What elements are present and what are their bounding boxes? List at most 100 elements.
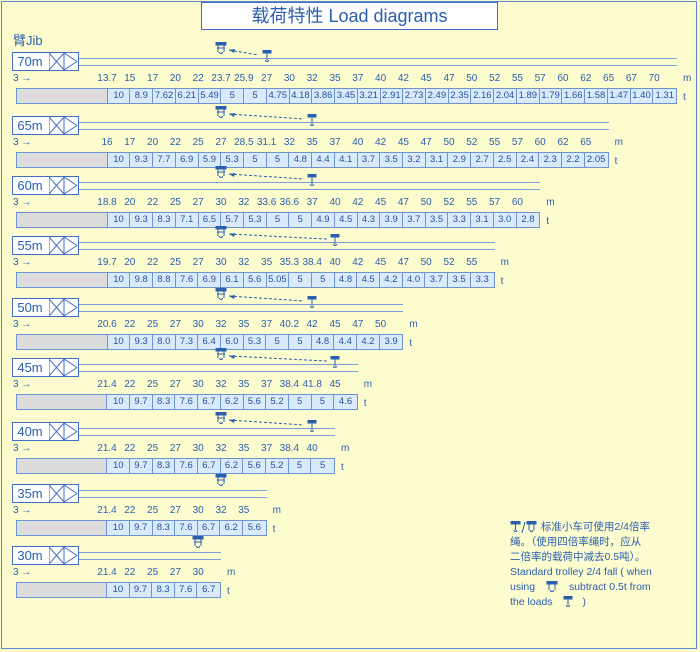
distance-label: 17 — [124, 137, 136, 148]
jib-lattice-icon — [49, 177, 78, 194]
jib-length-label: 30m — [17, 548, 43, 563]
distance-label: 25 — [169, 197, 181, 208]
distance-label: 35.3 — [279, 257, 300, 268]
distance-label: 19.7 — [97, 257, 117, 268]
distance-unit: m — [683, 73, 692, 84]
load-cell: 6.5 — [198, 213, 222, 227]
start-distance: 3 → — [13, 73, 31, 84]
distance-unit: m — [614, 137, 623, 148]
jib-lattice-icon — [49, 423, 78, 440]
load-cell: 4.3 — [357, 213, 381, 227]
load-cell: 2.16 — [471, 89, 495, 103]
load-cell: 5.7 — [221, 213, 244, 227]
load-cell: 5 — [244, 153, 267, 167]
load-cell: 2.7 — [471, 153, 494, 167]
distance-label: 40 — [375, 73, 387, 84]
distance-label: 41.8 — [302, 379, 322, 390]
load-cell: 5.3 — [243, 213, 267, 227]
distance-label: 47 — [397, 257, 409, 268]
load-unit: t — [363, 398, 367, 409]
load-cell: 4.0 — [402, 273, 426, 287]
load-cell: 6.7 — [197, 583, 220, 597]
jib-lattice-icon — [49, 547, 78, 564]
start-distance: 3 → — [13, 257, 31, 268]
distance-label: 45 — [375, 197, 387, 208]
distance-label: 50 — [443, 137, 455, 148]
distance-label: 42 — [397, 73, 409, 84]
start-distance-label: 3 — [13, 197, 19, 208]
jib-line — [79, 242, 495, 250]
row-filler — [17, 583, 108, 597]
load-cell: 10 — [107, 335, 131, 349]
load-unit: t — [614, 156, 618, 167]
page-title: 载荷特性 Load diagrams — [201, 2, 498, 30]
trolley-4fall-icon — [215, 411, 227, 427]
load-cell: 5.3 — [243, 335, 267, 349]
load-cell: 5 — [289, 335, 312, 349]
jib-line — [79, 552, 221, 560]
distance-label: 45 — [329, 379, 341, 390]
row-filler — [17, 521, 108, 535]
dashed-arrow-icon — [229, 49, 259, 56]
distance-label: 27 — [169, 319, 181, 330]
load-cell: 9.3 — [130, 213, 154, 227]
load-cell: 7.6 — [175, 459, 199, 473]
row-filler — [17, 335, 108, 349]
jib-length-label: 65m — [17, 118, 43, 133]
load-cell: 6.21 — [175, 89, 199, 103]
distance-label: 25 — [169, 257, 181, 268]
load-cell: 4.4 — [334, 335, 358, 349]
distance-label: 32 — [238, 197, 250, 208]
trolley-4fall-icon — [215, 165, 227, 181]
note-line-3: 二倍率的载荷中减去0.5吨）。 — [510, 551, 646, 563]
distance-label: 45 — [329, 319, 341, 330]
trolley-4fall-icon — [215, 347, 227, 363]
row-filler — [17, 395, 108, 409]
load-cell: 3.3 — [470, 273, 494, 287]
distance-label: 38.4 — [279, 379, 300, 390]
distance-label: 32 — [215, 319, 227, 330]
load-cell: 9.8 — [130, 273, 154, 287]
load-cell: 3.7 — [357, 153, 381, 167]
distance-label: 42 — [375, 137, 387, 148]
load-cell: 10 — [107, 273, 131, 287]
load-cell: 10 — [107, 521, 130, 535]
jib-length-box: 35m — [12, 484, 79, 503]
distance-label: 47 — [443, 73, 455, 84]
distance-label: 57 — [489, 197, 501, 208]
load-cell: 6.9 — [175, 153, 199, 167]
load-cell: 5 — [288, 459, 312, 473]
load-cell: 10 — [107, 583, 130, 597]
jib-line — [79, 122, 609, 130]
distance-label: 27 — [192, 257, 204, 268]
trolley-2fall-icon — [306, 173, 318, 189]
jib-lattice-icon — [49, 117, 78, 134]
jib-length-box: 50m — [12, 298, 79, 317]
distance-label: 42 — [352, 257, 364, 268]
distance-label: 50 — [420, 197, 432, 208]
distance-label: 57 — [511, 137, 523, 148]
note-text-5b: subtract 0.5t from — [568, 581, 651, 593]
right-arrow-icon: → — [18, 73, 32, 84]
distance-label: 55 — [466, 257, 478, 268]
load-cell: 8.9 — [130, 89, 154, 103]
trolley-2fall-icon — [329, 233, 341, 249]
load-cell: 5.6 — [243, 395, 267, 409]
start-distance-label: 3 — [13, 319, 19, 330]
start-distance: 3 → — [13, 137, 31, 148]
distance-label: 70 — [648, 73, 660, 84]
load-cell: 5 — [311, 273, 335, 287]
jib-length-label: 55m — [17, 238, 43, 253]
distance-label: 47 — [397, 197, 409, 208]
start-distance: 3 → — [13, 197, 31, 208]
distance-label: 16 — [101, 137, 113, 148]
load-cell: 2.49 — [426, 89, 449, 103]
distance-label: 38.4 — [302, 257, 322, 268]
distance-label: 36.6 — [279, 197, 300, 208]
trolley-2fall-icon-small — [556, 595, 580, 609]
distance-label: 25 — [192, 137, 204, 148]
